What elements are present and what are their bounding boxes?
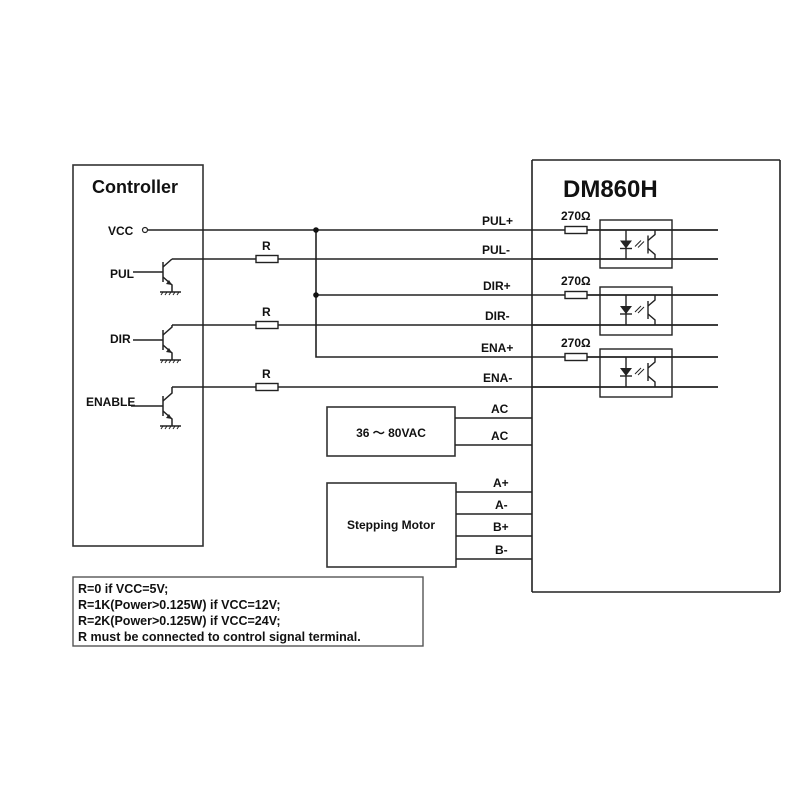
terminal-a-plus: A+	[493, 476, 509, 490]
optocoupler-icon	[532, 219, 718, 269]
resistor-270-icon	[564, 225, 588, 235]
npn-transistor-icon	[133, 325, 181, 364]
optocoupler-icon	[532, 348, 718, 398]
resistor-270-dir-label: 270Ω	[561, 274, 591, 288]
npn-transistor-icon	[133, 258, 181, 296]
terminal-dir-minus: DIR-	[485, 309, 510, 323]
terminal-b-plus: B+	[493, 520, 509, 534]
pin-pul: PUL	[110, 267, 134, 281]
driver-title: DM860H	[563, 176, 658, 203]
terminal-a-minus: A-	[495, 498, 508, 512]
resistor-270-icon	[564, 290, 588, 300]
terminal-ena-plus: ENA+	[481, 341, 513, 355]
power-supply-label: 36 ～ 80VAC	[356, 426, 426, 440]
note-line: R must be connected to control signal te…	[78, 630, 361, 644]
terminal-pul-plus: PUL+	[482, 214, 513, 228]
terminal-pul-minus: PUL-	[482, 243, 510, 257]
terminal-ena-minus: ENA-	[483, 371, 512, 385]
driver-block: DM860H	[531, 159, 781, 593]
junction-dot	[313, 292, 319, 298]
notes-box: R=0 if VCC=5V; R=1K(Power>0.125W) if VCC…	[72, 576, 424, 647]
power-supply-block: 36 ～ 80VAC AC AC	[326, 402, 532, 457]
svg-text:R: R	[262, 239, 271, 253]
pin-vcc: VCC	[108, 224, 134, 238]
terminal-b-minus: B-	[495, 543, 508, 557]
motor-label: Stepping Motor	[347, 518, 435, 532]
optocoupler-icon	[532, 286, 718, 336]
note-line: R=1K(Power>0.125W) if VCC=12V;	[78, 598, 281, 612]
note-line: R=0 if VCC=5V;	[78, 582, 168, 596]
svg-text:R: R	[262, 367, 271, 381]
controller-block: Controller VCC PUL DIR ENABLE	[72, 164, 204, 547]
transistor-group	[131, 258, 181, 430]
wire-vcc-bus	[315, 230, 718, 358]
svg-text:R: R	[262, 305, 271, 319]
resistor-270-pul-label: 270Ω	[561, 209, 591, 223]
optocoupler-group	[532, 219, 718, 398]
resistor-r-pul: R	[255, 239, 279, 264]
resistor-r-enable: R	[255, 367, 279, 392]
terminal-ac-1: AC	[491, 402, 509, 416]
stepping-motor-block: Stepping Motor A+ A- B+ B-	[326, 476, 532, 568]
note-line: R=2K(Power>0.125W) if VCC=24V;	[78, 614, 281, 628]
terminal-dir-plus: DIR+	[483, 279, 511, 293]
vcc-terminal-icon	[141, 226, 149, 234]
controller-title: Controller	[92, 177, 178, 197]
terminal-ac-2: AC	[491, 429, 509, 443]
resistor-270-icon	[564, 352, 588, 362]
resistor-r-dir: R	[255, 305, 279, 330]
pin-enable: ENABLE	[86, 395, 135, 409]
resistor-270-ena-label: 270Ω	[561, 336, 591, 350]
npn-transistor-icon	[131, 387, 181, 430]
pin-dir: DIR	[110, 332, 131, 346]
junction-dot	[313, 227, 319, 233]
